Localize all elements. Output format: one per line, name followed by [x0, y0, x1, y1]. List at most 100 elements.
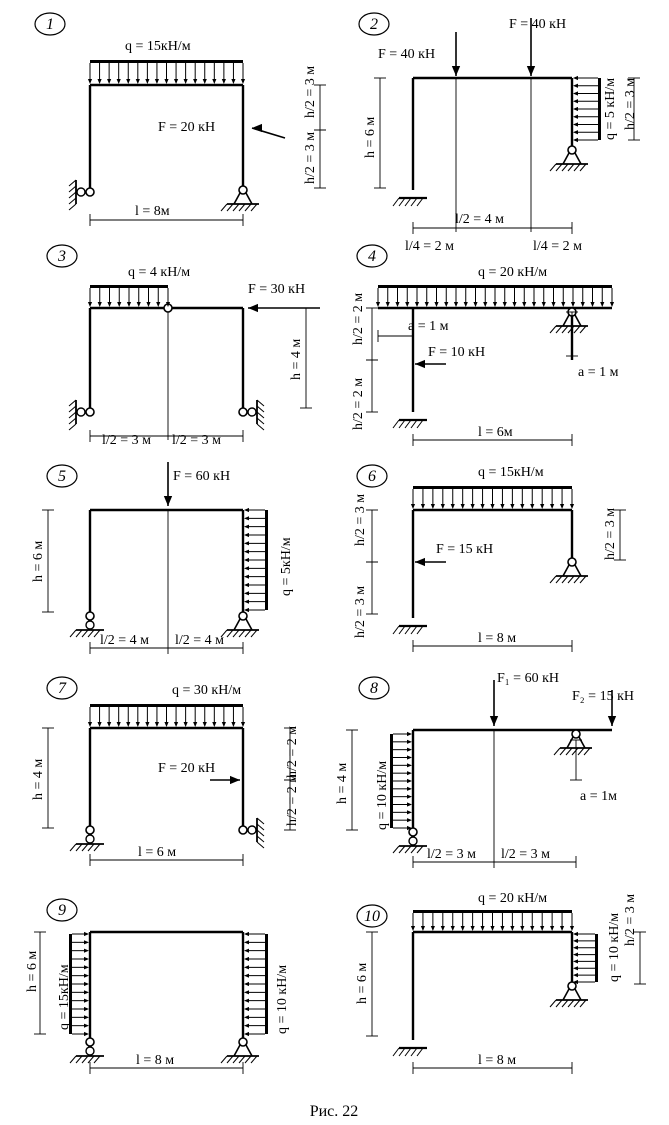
- force-label: F = 10 кН: [428, 345, 485, 360]
- load-label: q = 5кН/м: [279, 537, 294, 596]
- ground-hatch: [93, 843, 101, 852]
- ground-hatch: [75, 1055, 83, 1064]
- arrow-head: [460, 926, 465, 931]
- ground-hatch: [416, 1047, 424, 1057]
- arrow-head: [573, 106, 578, 112]
- distributed-load-bar: [390, 734, 393, 828]
- load-label: q = 10 кН/м: [375, 761, 390, 830]
- ground-hatch: [555, 325, 563, 334]
- arrow-head: [573, 114, 578, 119]
- ground-hatch: [250, 1055, 258, 1064]
- hinge: [85, 1037, 95, 1047]
- dimension-label: l = 8 м: [478, 631, 516, 646]
- arrow-head: [173, 79, 179, 84]
- load-label: q = 15кН/м: [478, 465, 544, 480]
- hinge: [238, 825, 248, 835]
- ground-hatch: [573, 325, 581, 334]
- panel-number: 6: [368, 468, 376, 485]
- arrow-head: [540, 504, 545, 509]
- arrow-head: [440, 504, 445, 509]
- dimension-label: h = 6 м: [31, 541, 46, 582]
- distributed-load-bar: [413, 486, 572, 489]
- ground-hatch: [573, 999, 581, 1008]
- ground-hatch: [226, 1055, 234, 1064]
- ground-hatch: [392, 197, 400, 207]
- ground-hatch: [68, 417, 77, 425]
- arrow-head: [87, 79, 93, 84]
- ground-hatch: [68, 197, 77, 205]
- panel-number-circle: [356, 244, 388, 268]
- arrow-head: [244, 998, 249, 1003]
- panel-number: 10: [364, 908, 380, 925]
- arrow-head: [244, 557, 249, 563]
- support-strut: [245, 1044, 253, 1057]
- ground-hatch: [410, 625, 418, 635]
- arrow-head: [212, 722, 217, 727]
- arrow-head: [415, 359, 425, 369]
- arrow-head: [573, 83, 578, 88]
- arrow-head: [84, 1031, 89, 1037]
- dimension-label: h = 6 м: [25, 951, 40, 992]
- ground-hatch: [220, 629, 228, 638]
- ground-hatch: [392, 1047, 400, 1057]
- arrow-head: [244, 574, 249, 579]
- ground-hatch: [579, 575, 587, 584]
- force-label: F = 60 кН: [173, 469, 230, 484]
- arrow-head: [609, 302, 615, 307]
- distributed-load-bar: [90, 60, 243, 63]
- dimension-label: l/2 = 4 м: [455, 212, 504, 227]
- load-label: q = 20 кН/м: [478, 891, 547, 906]
- ground-hatch: [68, 179, 77, 187]
- arrow-head: [252, 123, 262, 133]
- ground-hatch: [416, 197, 424, 207]
- ground-hatch: [555, 575, 563, 584]
- ground-hatch: [75, 629, 83, 638]
- arrow-head: [512, 302, 517, 307]
- ground-hatch: [68, 411, 77, 419]
- dimension-label: l/4 = 2 м: [533, 239, 582, 254]
- ground-hatch: [416, 625, 424, 635]
- arrow-head: [231, 79, 236, 84]
- ground-hatch: [68, 185, 77, 193]
- support-strut: [233, 192, 241, 205]
- dimension-label: h = 6 м: [355, 963, 370, 1004]
- arrow-head: [116, 722, 121, 727]
- arrow-head: [395, 302, 400, 307]
- arrow-head: [573, 979, 578, 985]
- arrow-head: [84, 1015, 89, 1020]
- arrow-head: [407, 771, 412, 776]
- arrow-head: [244, 1031, 249, 1037]
- ground-hatch: [226, 203, 234, 212]
- arrow-head: [430, 504, 435, 509]
- ground-hatch: [555, 163, 563, 172]
- arrow-head: [500, 926, 505, 931]
- ground-hatch: [226, 629, 234, 638]
- force-label: F₁ = 60 кН: [497, 671, 559, 686]
- arrow-head: [156, 302, 161, 307]
- ground-hatch: [68, 191, 77, 199]
- arrow-head: [126, 79, 131, 84]
- arrow-head: [600, 302, 605, 307]
- ground-hatch: [549, 325, 557, 334]
- arrow-head: [163, 496, 173, 506]
- ground-hatch: [404, 845, 412, 854]
- hinge: [238, 1037, 248, 1047]
- dimension-label: h/2 = 3 м: [623, 894, 638, 946]
- ground-hatch: [68, 423, 77, 431]
- arrow-head: [490, 926, 495, 931]
- ground-hatch: [392, 625, 400, 635]
- arrow-head: [136, 302, 141, 307]
- ground-hatch: [244, 1055, 252, 1064]
- ground-hatch: [256, 841, 265, 849]
- arrow-head: [244, 1006, 249, 1012]
- arrow-head: [244, 948, 249, 953]
- distributed-load-bar: [265, 934, 268, 1034]
- panel-number: 1: [46, 16, 54, 33]
- distributed-load-bar: [90, 704, 243, 707]
- ground-hatch: [398, 625, 406, 635]
- support-strut: [562, 564, 570, 577]
- dimension-label: h = 4 м: [335, 763, 350, 804]
